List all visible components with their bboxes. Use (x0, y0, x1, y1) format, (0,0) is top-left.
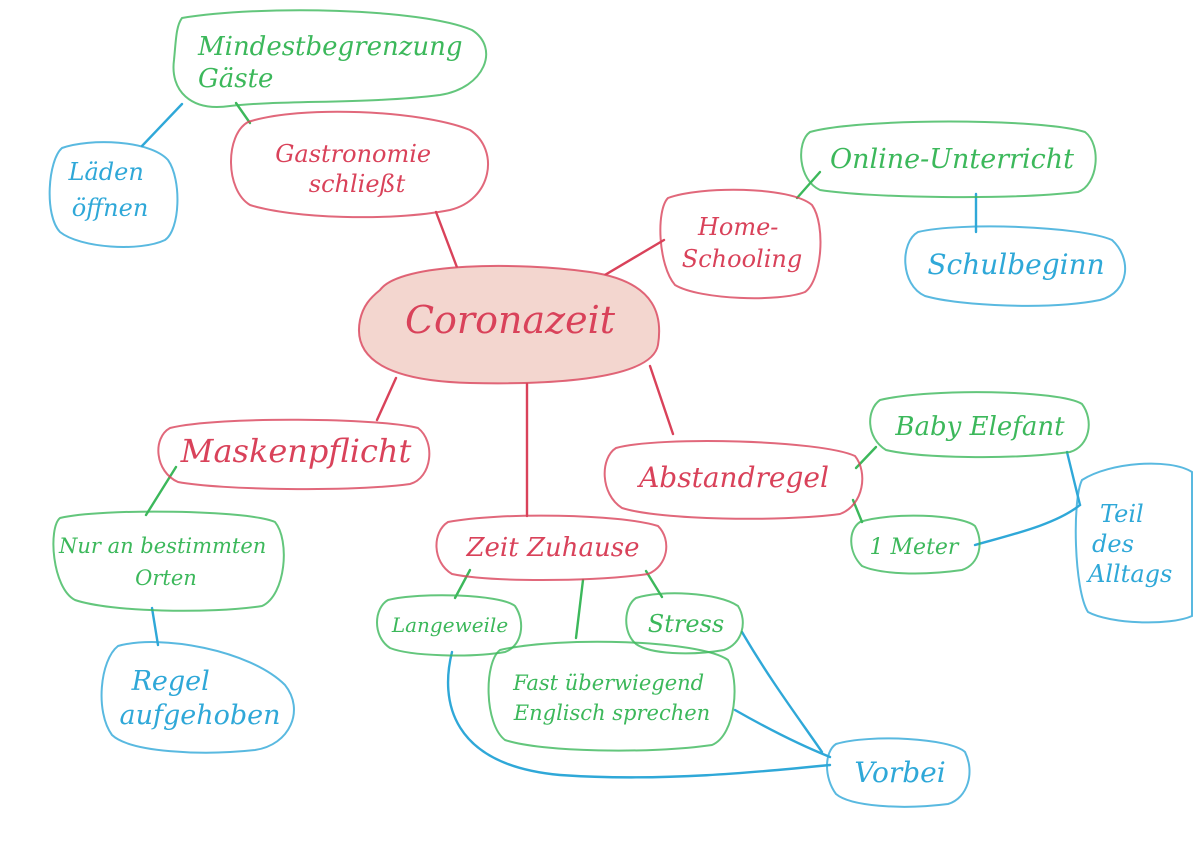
node-laeden-label: Läden öffnen (68, 158, 152, 222)
node-vorbei-shape (826, 737, 971, 808)
node-baby-label: Baby Elefant (894, 412, 1065, 442)
node-teil-line-2: des (1092, 530, 1134, 558)
node-homeschool-line-2: Schooling (682, 245, 802, 273)
node-regel-line-1: Regel (131, 666, 210, 697)
node-vorbei: Vorbei (826, 737, 971, 808)
node-regel-shape (100, 641, 295, 754)
connector-homeschool-online (795, 170, 822, 200)
node-baby-shape (869, 391, 1090, 459)
node-teil-label: Teil des Alltags (1086, 500, 1172, 588)
node-masken-label: Maskenpflicht (180, 432, 412, 470)
node-online-label: Online-Unterricht (830, 144, 1074, 175)
node-schulbeginn: Schulbeginn (904, 225, 1127, 307)
node-masken: Maskenpflicht (157, 418, 431, 491)
node-center: Coronazeit (357, 264, 661, 385)
node-homeschool: Home- Schooling (659, 188, 822, 300)
node-laeden-shape (48, 141, 179, 248)
node-gastro-line-1: Gastronomie (275, 140, 431, 168)
connector-zeit-fast (574, 578, 585, 640)
node-laeden: Läden öffnen (48, 141, 179, 248)
node-gastro-label: Gastronomie schließt (275, 140, 439, 198)
node-langeweile-shape (376, 594, 523, 657)
node-fast: Fast überwiegend Englisch sprechen (487, 640, 736, 752)
node-masken-shape (157, 418, 431, 491)
node-mindest-shape (172, 9, 488, 108)
node-regel-label: Regel aufgehoben (119, 666, 280, 731)
node-zeit-shape (435, 514, 668, 581)
node-online: Online-Unterricht (800, 120, 1097, 199)
node-gastro-shape (230, 110, 489, 219)
node-stress: Stress (625, 592, 744, 655)
node-fast-line-1: Fast überwiegend (512, 671, 704, 695)
node-abstand: Abstandregel (603, 440, 864, 520)
node-langeweile: Langeweile (376, 594, 523, 657)
node-homeschool-shape (659, 188, 822, 300)
node-zeit-label: Zeit Zuhause (465, 533, 639, 563)
connector-masken-nuran (144, 465, 178, 517)
node-baby: Baby Elefant (869, 391, 1090, 459)
node-mindest: Mindestbegrenzung Gäste (172, 9, 488, 108)
node-nuran: Nur an bestimmten Orten (52, 510, 285, 612)
connector-center-masken (375, 376, 398, 422)
node-teil-line-3: Alltags (1086, 560, 1172, 588)
node-mindest-line-2: Gäste (198, 64, 273, 94)
node-gastro: Gastronomie schließt (230, 110, 489, 219)
connector-center-gastro (434, 210, 460, 272)
node-abstand-label: Abstandregel (636, 461, 829, 494)
node-mindest-label: Mindestbegrenzung Gäste (197, 32, 471, 94)
connector-zeit-stress (644, 569, 664, 599)
node-online-shape (800, 120, 1097, 199)
connector-fast-vorbei (733, 708, 832, 759)
node-homeschool-label: Home- Schooling (682, 213, 802, 273)
node-vorbei-label: Vorbei (854, 756, 945, 789)
node-schulbeginn-shape (904, 225, 1127, 307)
connectors (140, 101, 1082, 779)
node-mindest-line-1: Mindestbegrenzung (197, 32, 463, 62)
node-fast-shape (487, 640, 736, 752)
connector-zeit-langeweile (453, 568, 472, 600)
node-stress-label: Stress (648, 610, 724, 638)
node-nuran-label: Nur an bestimmten Orten (58, 534, 273, 590)
node-nuran-line-1: Nur an bestimmten (58, 534, 266, 558)
connector-gastro-mindest (234, 101, 252, 125)
node-schulbeginn-label: Schulbeginn (927, 248, 1104, 281)
node-laeden-line-1: Läden (68, 158, 144, 186)
node-regel-line-2: aufgehoben (119, 700, 280, 731)
connector-langeweile-vorbei (446, 650, 832, 779)
node-stress-shape (625, 592, 744, 655)
node-teil: Teil des Alltags (1074, 462, 1193, 624)
connector-nuran-regel (150, 606, 160, 647)
node-meter: 1 Meter (850, 514, 981, 575)
node-zeit: Zeit Zuhause (435, 514, 668, 581)
node-homeschool-line-1: Home- (697, 213, 778, 241)
node-regel: Regel aufgehoben (100, 641, 295, 754)
node-nuran-shape (52, 510, 285, 612)
node-nuran-line-2: Orten (135, 566, 197, 590)
node-meter-shape (850, 514, 981, 575)
node-laeden-line-2: öffnen (72, 194, 149, 222)
node-teil-shape (1074, 462, 1193, 624)
node-gastro-line-2: schließt (309, 170, 406, 198)
connector-stress-vorbei (740, 630, 824, 754)
node-center-label: Coronazeit (405, 298, 616, 342)
connector-meter-teil (973, 503, 1082, 547)
node-abstand-shape (603, 440, 864, 520)
node-center-shape (357, 264, 661, 385)
node-fast-label: Fast überwiegend Englisch sprechen (512, 671, 711, 725)
connector-mindest-laeden (140, 102, 184, 148)
node-langeweile-label: Langeweile (391, 613, 508, 637)
connector-center-abstand (648, 364, 675, 436)
node-fast-line-2: Englisch sprechen (513, 701, 710, 725)
node-meter-label: 1 Meter (870, 535, 960, 560)
node-teil-line-1: Teil (1100, 500, 1144, 528)
